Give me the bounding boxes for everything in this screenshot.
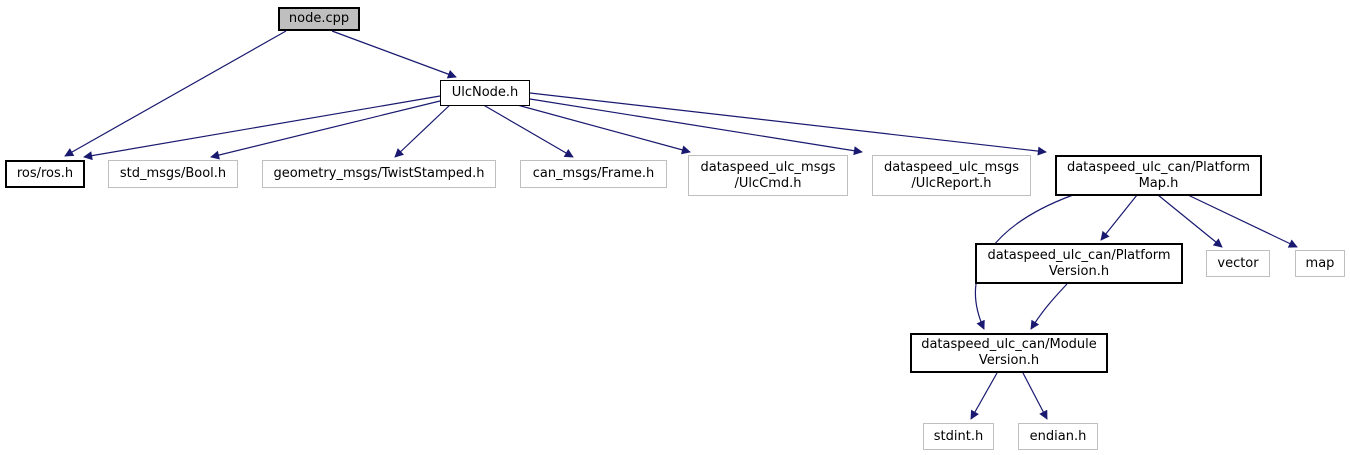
node-vector: vector (1206, 250, 1270, 277)
node-stdint-h: stdint.h (923, 423, 994, 450)
node-std-msgs-bool-h: std_msgs/Bool.h (108, 160, 238, 188)
node-ros-ros-h[interactable]: ros/ros.h (5, 160, 85, 188)
node-dataspeed-ulc-msgs-ulccmd-h: dataspeed_ulc_msgs /UlcCmd.h (688, 155, 848, 196)
node-label: dataspeed_ulc_can/Platform Version.h (987, 247, 1171, 279)
node-label: stdint.h (933, 428, 984, 444)
edge-platformversion-h-to-moduleversion-h (1030, 283, 1068, 330)
node-label: dataspeed_ulc_can/Platform Map.h (1066, 159, 1251, 191)
node-label: geometry_msgs/TwistStamped.h (273, 166, 485, 181)
edge-ulcnode-h-to-geometry-msgs-twiststamped-h (394, 102, 453, 158)
edge-platformmap-h-to-platformversion-h (1100, 194, 1138, 241)
node-label: ros/ros.h (16, 166, 74, 181)
node-node-cpp: node.cpp (278, 7, 360, 31)
edge-ulcnode-h-to-can-msgs-frame-h (479, 102, 574, 158)
node-label: endian.h (1029, 428, 1087, 444)
edge-node-cpp-to-ulcnode-h (331, 30, 457, 79)
edge-ulcnode-h-to-std-msgs-bool-h (210, 100, 441, 160)
edge-node-cpp-to-ros-ros-h (64, 30, 287, 157)
edge-platformmap-h-to-map (1187, 194, 1298, 248)
node-dataspeed-ulc-msgs-ulcreport-h: dataspeed_ulc_msgs /UlcReport.h (872, 155, 1031, 196)
edge-moduleversion-h-to-endian-h (1022, 372, 1048, 420)
node-geometry-msgs-twiststamped-h: geometry_msgs/TwistStamped.h (262, 160, 496, 188)
node-label: vector (1217, 255, 1259, 271)
node-label: can_msgs/Frame.h (532, 166, 655, 181)
node-endian-h: endian.h (1018, 423, 1098, 450)
node-dataspeed-ulc-can-platformmap-h[interactable]: dataspeed_ulc_can/Platform Map.h (1055, 155, 1262, 196)
node-map: map (1295, 250, 1345, 277)
node-dataspeed-ulc-can-moduleversion-h[interactable]: dataspeed_ulc_can/Module Version.h (910, 333, 1108, 373)
edge-moduleversion-h-to-stdint-h (970, 372, 998, 420)
node-dataspeed-ulc-can-platformversion-h[interactable]: dataspeed_ulc_can/Platform Version.h (975, 243, 1183, 284)
node-label: map (1305, 255, 1335, 271)
node-label: dataspeed_ulc_msgs /UlcReport.h (883, 159, 1019, 191)
node-label: UlcNode.h (451, 85, 519, 100)
edge-ulcnode-h-to-ulccmd-h (509, 102, 691, 155)
edge-ulcnode-h-to-ros-ros-h (83, 95, 441, 161)
edge-platformmap-h-to-vector (1157, 194, 1223, 248)
node-label: node.cpp (288, 11, 350, 26)
edge-ulcnode-h-to-platformmap-h (529, 92, 1047, 156)
node-label: dataspeed_ulc_can/Module Version.h (921, 337, 1097, 368)
node-label: dataspeed_ulc_msgs /UlcCmd.h (700, 159, 836, 191)
edge-ulcnode-h-to-ulcreport-h (529, 98, 863, 156)
node-ulcnode-h[interactable]: UlcNode.h (440, 80, 530, 106)
node-can-msgs-frame-h: can_msgs/Frame.h (520, 160, 667, 188)
node-label: std_msgs/Bool.h (119, 166, 227, 181)
